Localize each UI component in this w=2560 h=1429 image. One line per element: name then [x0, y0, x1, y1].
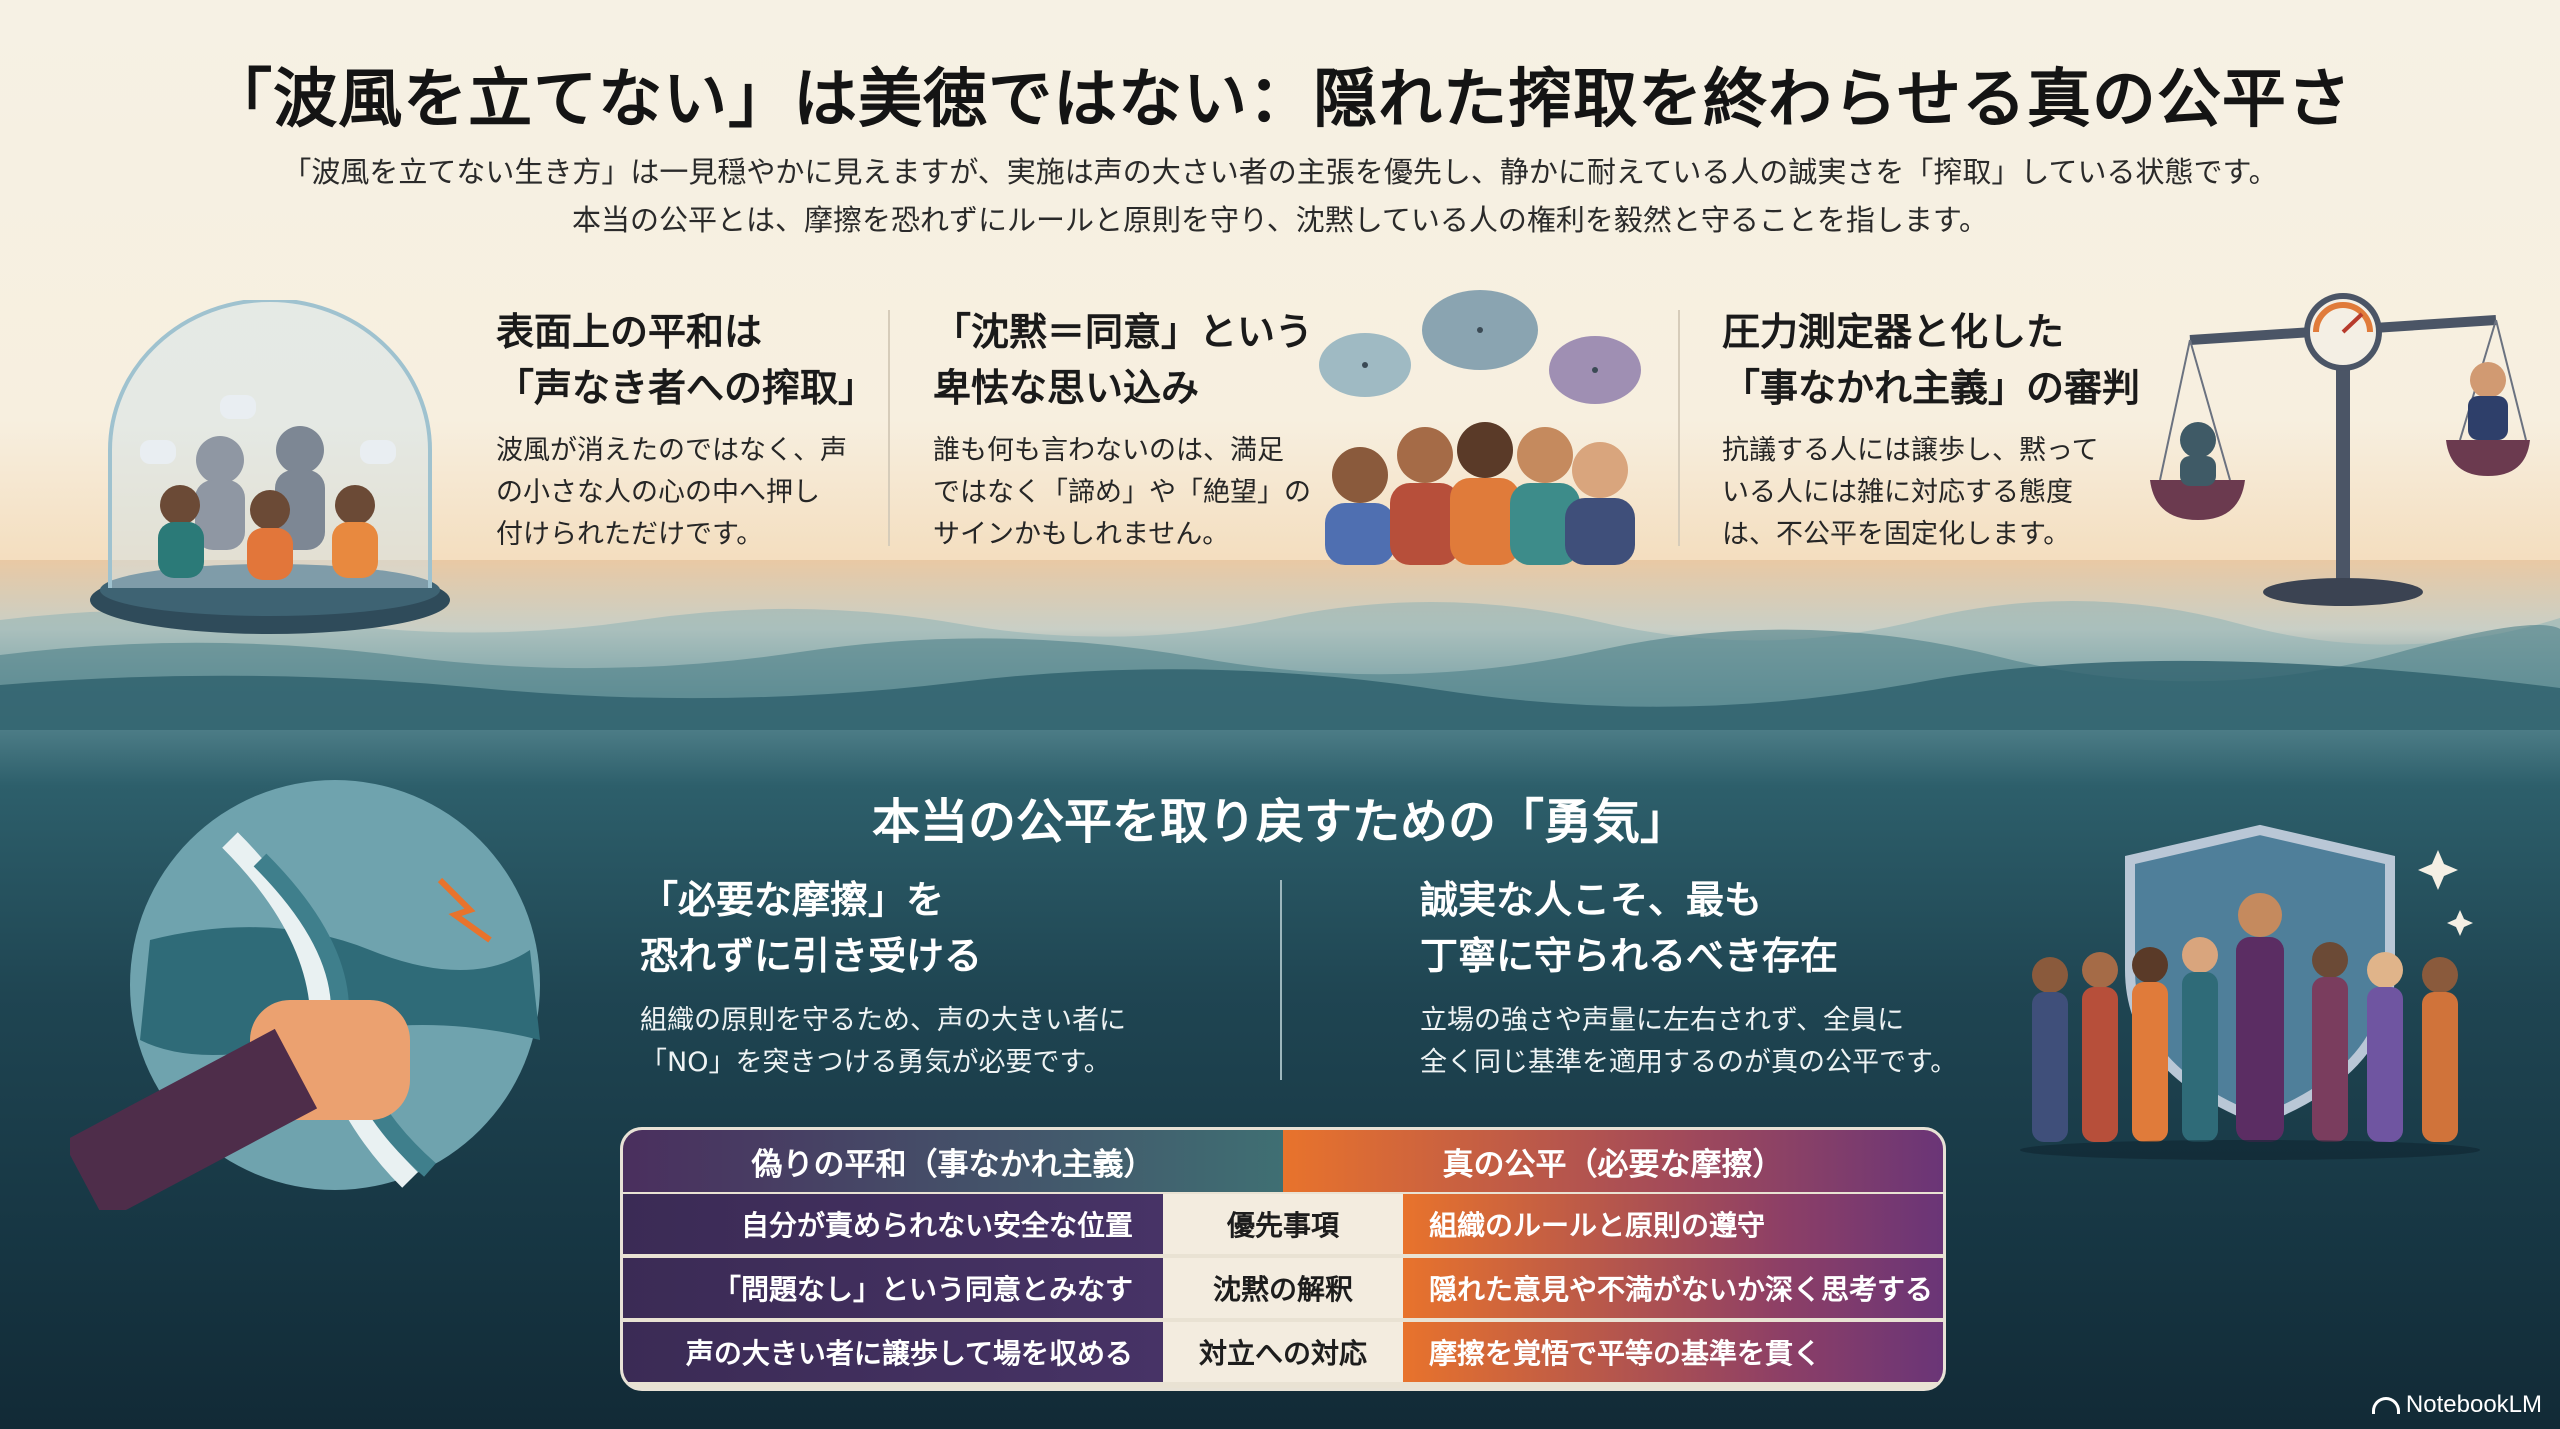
notebooklm-watermark: NotebookLM [2371, 1391, 2542, 1419]
wave-surface [0, 600, 2560, 730]
card-2-heading: 「沈黙＝同意」という 卑怯な思い込み [933, 304, 1313, 416]
pressure-scale-illustration [2150, 293, 2530, 606]
card-3-body-line-2: いる人には雑に対応する態度 [1722, 477, 2073, 508]
card-3-heading-line-2: 「事なかれ主義」の審判 [1722, 366, 2141, 410]
table-cell-true-fairness: 摩擦を覚悟で平等の基準を貫く [1403, 1322, 1943, 1382]
card-1-body-line-3: 付けられただけです。 [496, 519, 764, 550]
silent-crowd-illustration [1319, 290, 1641, 565]
card-3-heading: 圧力測定器と化した 「事なかれ主義」の審判 [1722, 304, 2142, 416]
table-cell-true-fairness: 隠れた意見や不満がないか深く思考する [1403, 1258, 1943, 1318]
courage-card-2-heading: 誠実な人こそ、最も 丁寧に守られるべき存在 [1420, 872, 2040, 984]
table-cell-false-peace: 声の大きい者に譲歩して場を収める [623, 1322, 1163, 1382]
courage-card-2-heading-line-1: 誠実な人こそ、最も [1420, 878, 1763, 922]
table-cell-true-fairness: 組織のルールと原則の遵守 [1403, 1194, 1943, 1254]
card-2-body-line-2: ではなく「諦め」や「絶望」の [933, 477, 1311, 508]
table-row: 声の大きい者に譲歩して場を収める 対立への対応 摩擦を覚悟で平等の基準を貫く [623, 1322, 1943, 1386]
courage-card-1-body-line-1: 組織の原則を守るため、声の大きい者に [640, 1005, 1126, 1036]
card-1-heading-line-1: 表面上の平和は [496, 310, 763, 354]
courage-card-2: 誠実な人こそ、最も 丁寧に守られるべき存在 立場の強さや声量に左右されず、全員に… [1420, 872, 2040, 1084]
card-1-heading-line-2: 「声なき者への搾取」 [496, 366, 877, 410]
card-1-heading: 表面上の平和は 「声なき者への搾取」 [496, 304, 876, 416]
brand-name: NotebookLM [2405, 1391, 2542, 1418]
courage-section-title: 本当の公平を取り戻すための「勇気」 [871, 794, 1688, 850]
card-1-body: 波風が消えたのではなく、声 の小さな人の心の中へ押し 付けられただけです。 [496, 430, 876, 556]
card-3-body-line-3: は、不公平を固定化します。 [1722, 519, 2071, 550]
courage-card-1-heading-line-2: 恐れずに引き受ける [640, 934, 983, 978]
table-cell-false-peace: 自分が責められない安全な位置 [623, 1194, 1163, 1254]
card-1-body-line-1: 波風が消えたのではなく、声 [496, 435, 847, 466]
table-header-false-peace: 偽りの平和（事なかれ主義） [623, 1130, 1283, 1192]
courage-card-2-heading-line-2: 丁寧に守られるべき存在 [1420, 934, 1839, 978]
card-3-body-line-1: 抗議する人には譲歩し、黙って [1722, 435, 2099, 466]
card-3-body: 抗議する人には譲歩し、黙って いる人には雑に対応する態度 は、不公平を固定化しま… [1722, 430, 2142, 556]
card-2-body-line-3: サインかもしれません。 [933, 519, 1230, 550]
courage-card-1-heading: 「必要な摩擦」を 恐れずに引き受ける [640, 872, 1240, 984]
glass-dome-illustration [90, 300, 450, 634]
lead-line-1: 「波風を立てない生き方」は一見穏やかに見えますが、実施は声の大さい者の主張を優先… [282, 155, 2278, 189]
courage-card-1-heading-line-1: 「必要な摩擦」を [640, 878, 945, 922]
card-2-body-line-1: 誰も何も言わないのは、満足 [933, 435, 1284, 466]
divider-1 [888, 310, 890, 546]
courage-card-1: 「必要な摩擦」を 恐れずに引き受ける 組織の原則を守るため、声の大きい者に 「N… [640, 872, 1240, 1084]
courage-card-2-body: 立場の強さや声量に左右されず、全員に 全く同じ基準を適用するのが真の公平です。 [1420, 1000, 2040, 1084]
card-2-heading-line-1: 「沈黙＝同意」という [933, 310, 1314, 354]
top-card-2: 「沈黙＝同意」という 卑怯な思い込み 誰も何も言わないのは、満足 ではなく「諦め… [933, 304, 1313, 556]
card-2-body: 誰も何も言わないのは、満足 ではなく「諦め」や「絶望」の サインかもしれません。 [933, 430, 1313, 556]
card-2-heading-line-2: 卑怯な思い込み [933, 366, 1200, 410]
table-header-true-fairness: 真の公平（必要な摩擦） [1283, 1130, 1943, 1192]
courage-card-1-body: 組織の原則を守るため、声の大きい者に 「NO」を突きつける勇気が必要です。 [640, 1000, 1240, 1084]
courage-card-2-body-line-2: 全く同じ基準を適用するのが真の公平です。 [1420, 1047, 1958, 1078]
courage-card-1-body-line-2: 「NO」を突きつける勇気が必要です。 [640, 1047, 1111, 1078]
table-row: 「問題なし」という同意とみなす 沈黙の解釈 隠れた意見や不満がないか深く思考する [623, 1258, 1943, 1322]
comparison-table: 偽りの平和（事なかれ主義） 真の公平（必要な摩擦） 自分が責められない安全な位置… [620, 1127, 1946, 1391]
notebooklm-logo-icon [2371, 1397, 2400, 1415]
card-3-heading-line-1: 圧力測定器と化した [1722, 310, 2065, 354]
table-cell-false-peace: 「問題なし」という同意とみなす [623, 1258, 1163, 1318]
table-row: 自分が責められない安全な位置 優先事項 組織のルールと原則の遵守 [623, 1194, 1943, 1258]
top-card-1: 表面上の平和は 「声なき者への搾取」 波風が消えたのではなく、声 の小さな人の心… [496, 304, 876, 556]
page-lead: 「波風を立てない生き方」は一見穏やかに見えますが、実施は声の大さい者の主張を優先… [0, 148, 2560, 244]
fist-grabbing-wave-illustration [70, 780, 540, 1210]
table-cell-aspect: 優先事項 [1163, 1194, 1403, 1254]
sky-background [0, 0, 2560, 600]
table-cell-aspect: 沈黙の解釈 [1163, 1258, 1403, 1318]
top-card-3: 圧力測定器と化した 「事なかれ主義」の審判 抗議する人には譲歩し、黙って いる人… [1722, 304, 2142, 556]
card-1-body-line-2: の小さな人の心の中へ押し [496, 477, 820, 508]
courage-divider [1280, 880, 1282, 1080]
table-cell-aspect: 対立への対応 [1163, 1322, 1403, 1382]
lead-line-2: 本当の公平とは、摩擦を恐れずにルールと原則を守り、沈黙している人の権利を毅然と守… [571, 203, 1989, 237]
courage-card-2-body-line-1: 立場の強さや声量に左右されず、全員に [1420, 1005, 1905, 1036]
shielded-group-illustration [2020, 824, 2480, 1160]
page-title: 「波風を立てない」は美徳ではない：隠れた搾取を終わらせる真の公平さ [208, 63, 2352, 137]
divider-2 [1678, 310, 1680, 546]
